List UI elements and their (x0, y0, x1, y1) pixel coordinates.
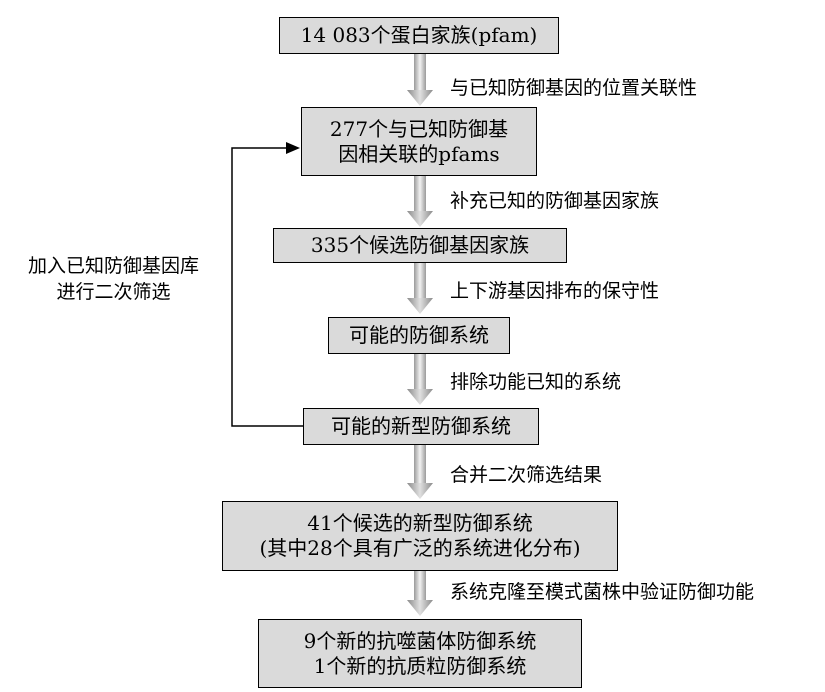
node-candidate-novel-systems-line-2: (其中28个具有广泛的系统进化分布) (259, 536, 581, 560)
node-validated-systems: 9个新的抗噬菌体防御系统 1个新的抗质粒防御系统 (258, 619, 582, 688)
node-possible-novel-systems: 可能的新型防御系统 (303, 408, 539, 445)
node-possible-systems: 可能的防御系统 (328, 317, 510, 354)
node-associated-pfams-line-1: 277个与已知防御基 (329, 116, 509, 141)
node-possible-systems-text: 可能的防御系统 (349, 323, 489, 347)
node-validated-systems-line-2: 1个新的抗质粒防御系统 (313, 653, 527, 678)
arrow-1 (407, 53, 433, 106)
node-candidate-families: 335个候选防御基因家族 (273, 228, 567, 263)
node-validated-systems-line-1: 9个新的抗噬菌体防御系统 (303, 628, 537, 653)
feedback-label: 加入已知防御基因库 进行二次筛选 (28, 253, 199, 305)
arrow-3 (407, 262, 433, 314)
node-possible-novel-systems-text: 可能的新型防御系统 (331, 414, 511, 438)
feedback-loop-arrow (231, 142, 303, 427)
node-associated-pfams-line-2: 因相关联的pfams (338, 141, 500, 166)
edge-label-supplement-families: 补充已知的防御基因家族 (450, 190, 660, 212)
node-pfam-families: 14 083个蛋白家族(pfam) (279, 17, 559, 54)
feedback-label-line-1: 加入已知防御基因库 (28, 255, 200, 277)
edge-label-positional-association: 与已知防御基因的位置关联性 (450, 77, 698, 99)
edge-label-clone-validate: 系统克隆至模式菌株中验证防御功能 (450, 581, 755, 603)
edge-label-gene-arrangement: 上下游基因排布的保守性 (450, 280, 660, 302)
arrow-6 (407, 570, 433, 616)
edge-label-merge-results: 合并二次筛选结果 (450, 464, 603, 486)
arrow-4 (407, 353, 433, 405)
node-candidate-novel-systems: 41个候选的新型防御系统 (其中28个具有广泛的系统进化分布) (222, 501, 618, 571)
edge-label-exclude-known: 排除功能已知的系统 (450, 371, 622, 393)
arrow-2 (407, 175, 433, 227)
node-pfam-families-text: 14 083个蛋白家族(pfam) (300, 23, 538, 47)
arrow-5 (407, 444, 433, 499)
node-candidate-families-text: 335个候选防御基因家族 (310, 233, 530, 257)
feedback-label-line-2: 进行二次筛选 (56, 281, 171, 303)
node-associated-pfams: 277个与已知防御基 因相关联的pfams (301, 107, 537, 176)
node-candidate-novel-systems-line-1: 41个候选的新型防御系统 (307, 511, 533, 535)
